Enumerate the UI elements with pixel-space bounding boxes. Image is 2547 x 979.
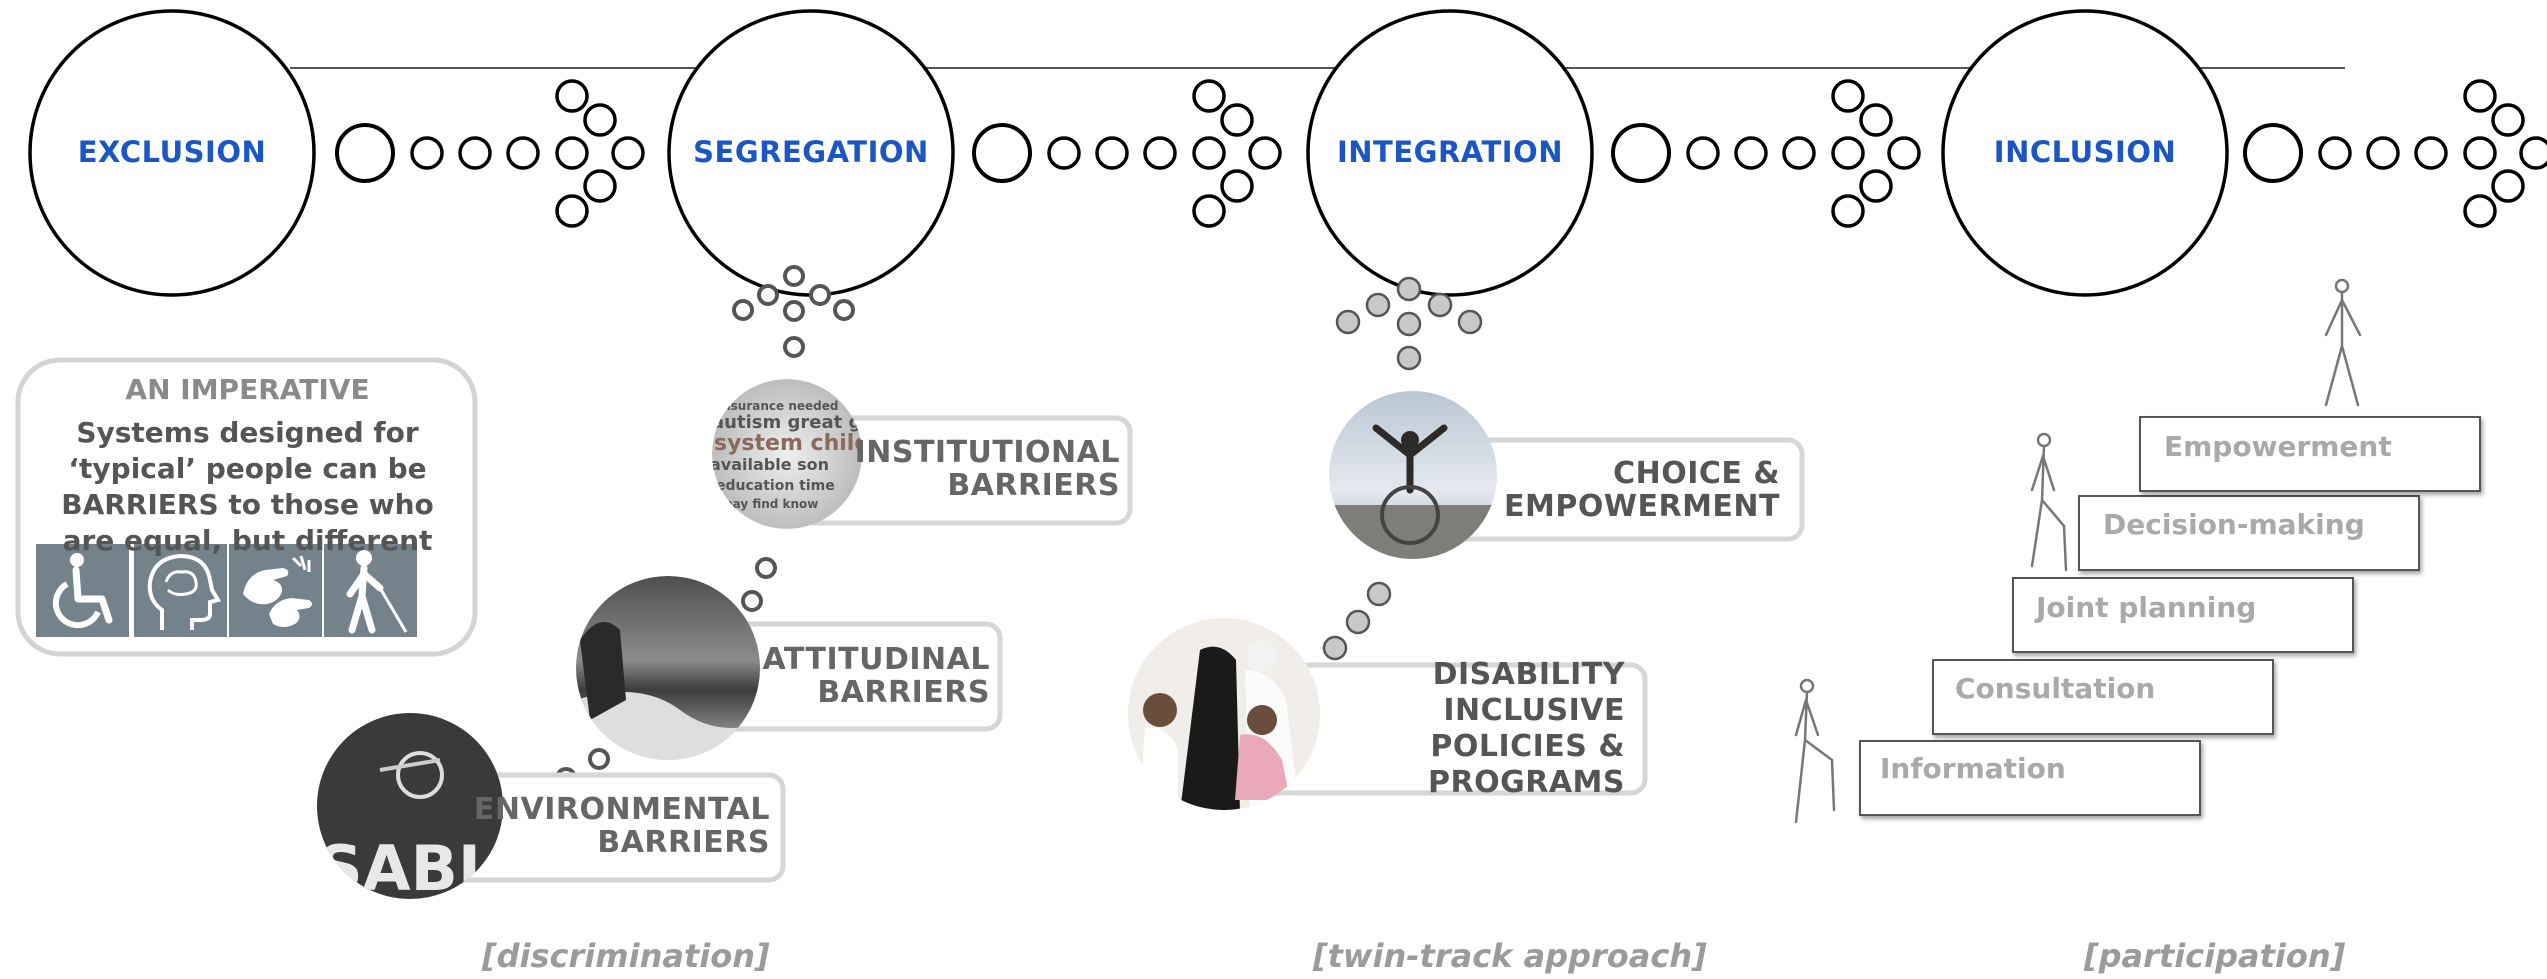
connector-dot: [1220, 169, 1254, 203]
connector-dot: [458, 136, 492, 170]
choice-empowerment-label: CHOICE & EMPOWERMENT: [1480, 457, 1780, 523]
connector-dot: [335, 123, 395, 183]
connector-dot: [2463, 136, 2497, 170]
connector-dot: [1859, 169, 1893, 203]
stick-figure-icon: [2324, 278, 2362, 407]
cognitive-head-icon: [134, 544, 227, 637]
participation-ladder: [1859, 416, 2481, 816]
connector-dot: [555, 194, 589, 228]
connector-dot: [2243, 123, 2303, 183]
environmental-barriers-label: ENVIRONMENTAL BARRIERS: [470, 793, 770, 859]
barrier-label-line: BARRIERS: [597, 825, 770, 860]
connector-dot: [1734, 136, 1768, 170]
accessibility-icons: [36, 544, 417, 637]
connector-dot: [2491, 169, 2525, 203]
svg-text:education time: education time: [716, 478, 835, 494]
stick-figure-icon: [1794, 678, 1836, 824]
connector-dot: [410, 136, 444, 170]
policies-label-line: POLICIES &: [1430, 729, 1625, 764]
barrier-label-line: INSTITUTIONAL: [854, 435, 1120, 470]
stage-label-exclusion: EXCLUSION: [77, 135, 267, 169]
svg-text:system child: system child: [714, 431, 870, 456]
ladder-step-consultation: Consultation: [1955, 672, 2156, 705]
connector-dot: [583, 103, 617, 137]
connector-dot: [1686, 136, 1720, 170]
connector-dot: [1192, 194, 1226, 228]
bottom-label-twin-track: [twin-track approach]: [1313, 937, 1707, 975]
connector-dot: [1859, 103, 1893, 137]
svg-text:available son: available son: [710, 455, 829, 474]
imperative-body: Systems designed for ‘typical’ people ca…: [61, 416, 434, 557]
bottom-label-discrimination: [discrimination]: [482, 937, 770, 975]
stage-label-segregation: SEGREGATION: [693, 135, 929, 169]
policies-label-line: DISABILITY: [1432, 657, 1625, 692]
attitudinal-sea-image: [576, 576, 760, 760]
connector-dot: [1831, 79, 1865, 113]
connector-dot: [2463, 79, 2497, 113]
stage-connector-dots: [2243, 79, 2547, 228]
stage-label-inclusion: INCLUSION: [1993, 135, 2177, 169]
choice-label-line: EMPOWERMENT: [1504, 489, 1780, 524]
stage-circle-integration: [1306, 9, 1594, 297]
connector-dot: [2414, 136, 2448, 170]
sign-language-icon: [229, 544, 322, 637]
connector-dot: [555, 79, 589, 113]
stage-label-integration: INTEGRATION: [1337, 135, 1563, 169]
connector-dot: [1831, 136, 1865, 170]
attitudinal-barriers-label: ATTITUDINAL BARRIERS: [740, 643, 990, 709]
stage-connector-dots: [335, 79, 645, 228]
connector-dot: [1220, 103, 1254, 137]
barrier-label-line: BARRIERS: [947, 468, 1120, 503]
svg-text:autism great good: autism great good: [712, 412, 899, 433]
stick-figure-icon: [2030, 432, 2068, 572]
connector-dot: [2318, 136, 2352, 170]
policies-label-line: INCLUSIVE: [1443, 693, 1625, 728]
connector-dot: [1248, 136, 1282, 170]
barrier-label-line: BARRIERS: [817, 675, 990, 710]
institutional-word-cloud-image: insurance needed autism great good syste…: [710, 379, 899, 529]
barrier-label-line: ATTITUDINAL: [762, 642, 990, 677]
wheelchair-icon: [36, 544, 129, 637]
institutional-barriers-label: INSTITUTIONAL BARRIERS: [830, 436, 1120, 502]
connector-dot: [1611, 123, 1671, 183]
connector-dot: [1887, 136, 1921, 170]
stage-circle-inclusion: [1941, 9, 2229, 297]
ladder-step-empowerment: Empowerment: [2164, 430, 2392, 463]
connector-dot: [1192, 136, 1226, 170]
connector-dot: [1047, 136, 1081, 170]
connector-dot: [1831, 194, 1865, 228]
connector-dot: [2463, 194, 2497, 228]
policies-label-line: PROGRAMS: [1428, 765, 1625, 800]
connector-dot: [2519, 136, 2547, 170]
svg-text:insurance needed: insurance needed: [718, 399, 838, 413]
stage-circle-exclusion: [28, 9, 316, 297]
imperative-title: AN IMPERATIVE: [125, 373, 370, 406]
stage-connector-dots: [972, 79, 1282, 228]
connector-dot: [611, 136, 645, 170]
family-photo-image: [1128, 618, 1320, 810]
barrier-label-line: ENVIRONMENTAL: [473, 792, 770, 827]
connector-dot: [506, 136, 540, 170]
connector-dot: [583, 169, 617, 203]
ladder-step-joint-planning: Joint planning: [2036, 591, 2257, 624]
connector-dot: [2491, 103, 2525, 137]
connector-dot: [2366, 136, 2400, 170]
integration-bubble-dots: [1322, 276, 1483, 661]
policies-programs-label: DISABILITY INCLUSIVE POLICIES & PROGRAMS: [1340, 657, 1625, 801]
svg-text:pay find know: pay find know: [724, 497, 818, 511]
stage-connector-dots: [1611, 79, 1921, 228]
connector-dot: [1095, 136, 1129, 170]
ladder-step-decision-making: Decision-making: [2103, 508, 2365, 541]
connector-dot: [1782, 136, 1816, 170]
connector-dot: [555, 136, 589, 170]
connector-dot: [1143, 136, 1177, 170]
connector-dot: [1192, 79, 1226, 113]
choice-label-line: CHOICE &: [1613, 456, 1780, 491]
ladder-step-information: Information: [1880, 752, 2066, 785]
blind-cane-icon: [324, 544, 417, 637]
choice-wheelchair-beach-image: [1329, 391, 1497, 559]
connector-dot: [972, 123, 1032, 183]
bottom-label-participation: [participation]: [2084, 937, 2346, 975]
